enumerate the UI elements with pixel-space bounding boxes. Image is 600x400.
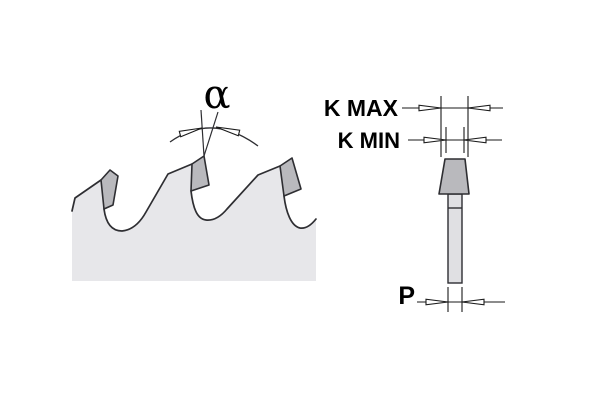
angle-arc [169, 127, 259, 147]
gullet-3 [283, 195, 317, 229]
carbide-tip-2 [190, 155, 210, 192]
gullet-1 [103, 163, 193, 232]
kmax-dimension: K MAX [324, 95, 503, 157]
carbide-tip-1 [100, 169, 119, 210]
kmin-dimension: K MIN [338, 127, 502, 153]
p-arrow-right-icon [461, 298, 485, 306]
kmin-arrow-right-icon [463, 136, 487, 144]
blade-body [72, 156, 316, 281]
kmin-label: K MIN [338, 128, 400, 153]
front-carbide-tip [438, 158, 470, 195]
alpha-angle-label: α [203, 72, 230, 118]
p-label: P [398, 282, 415, 310]
kmax-arrow-left-icon [418, 104, 442, 112]
angle-line-left [200, 109, 205, 157]
kmax-label: K MAX [324, 95, 399, 121]
angle-arrow-right-icon [215, 126, 241, 137]
tooth-front-view: K MAX K MIN P [324, 95, 505, 312]
tooth-profile-left-shoulder [71, 179, 102, 212]
kmin-arrow-left-icon [423, 136, 447, 144]
carbide-tip-3 [279, 157, 302, 197]
p-arrow-left-icon [425, 298, 449, 306]
angle-line-right [203, 111, 219, 157]
kmax-arrow-right-icon [467, 104, 491, 112]
angle-arrow-left-icon [178, 127, 203, 138]
blade-side-profile: α [71, 72, 317, 281]
alpha-angle-dimension: α [169, 72, 259, 157]
plate-thickness-dimension: P [398, 282, 505, 312]
gullet-2 [190, 165, 281, 221]
